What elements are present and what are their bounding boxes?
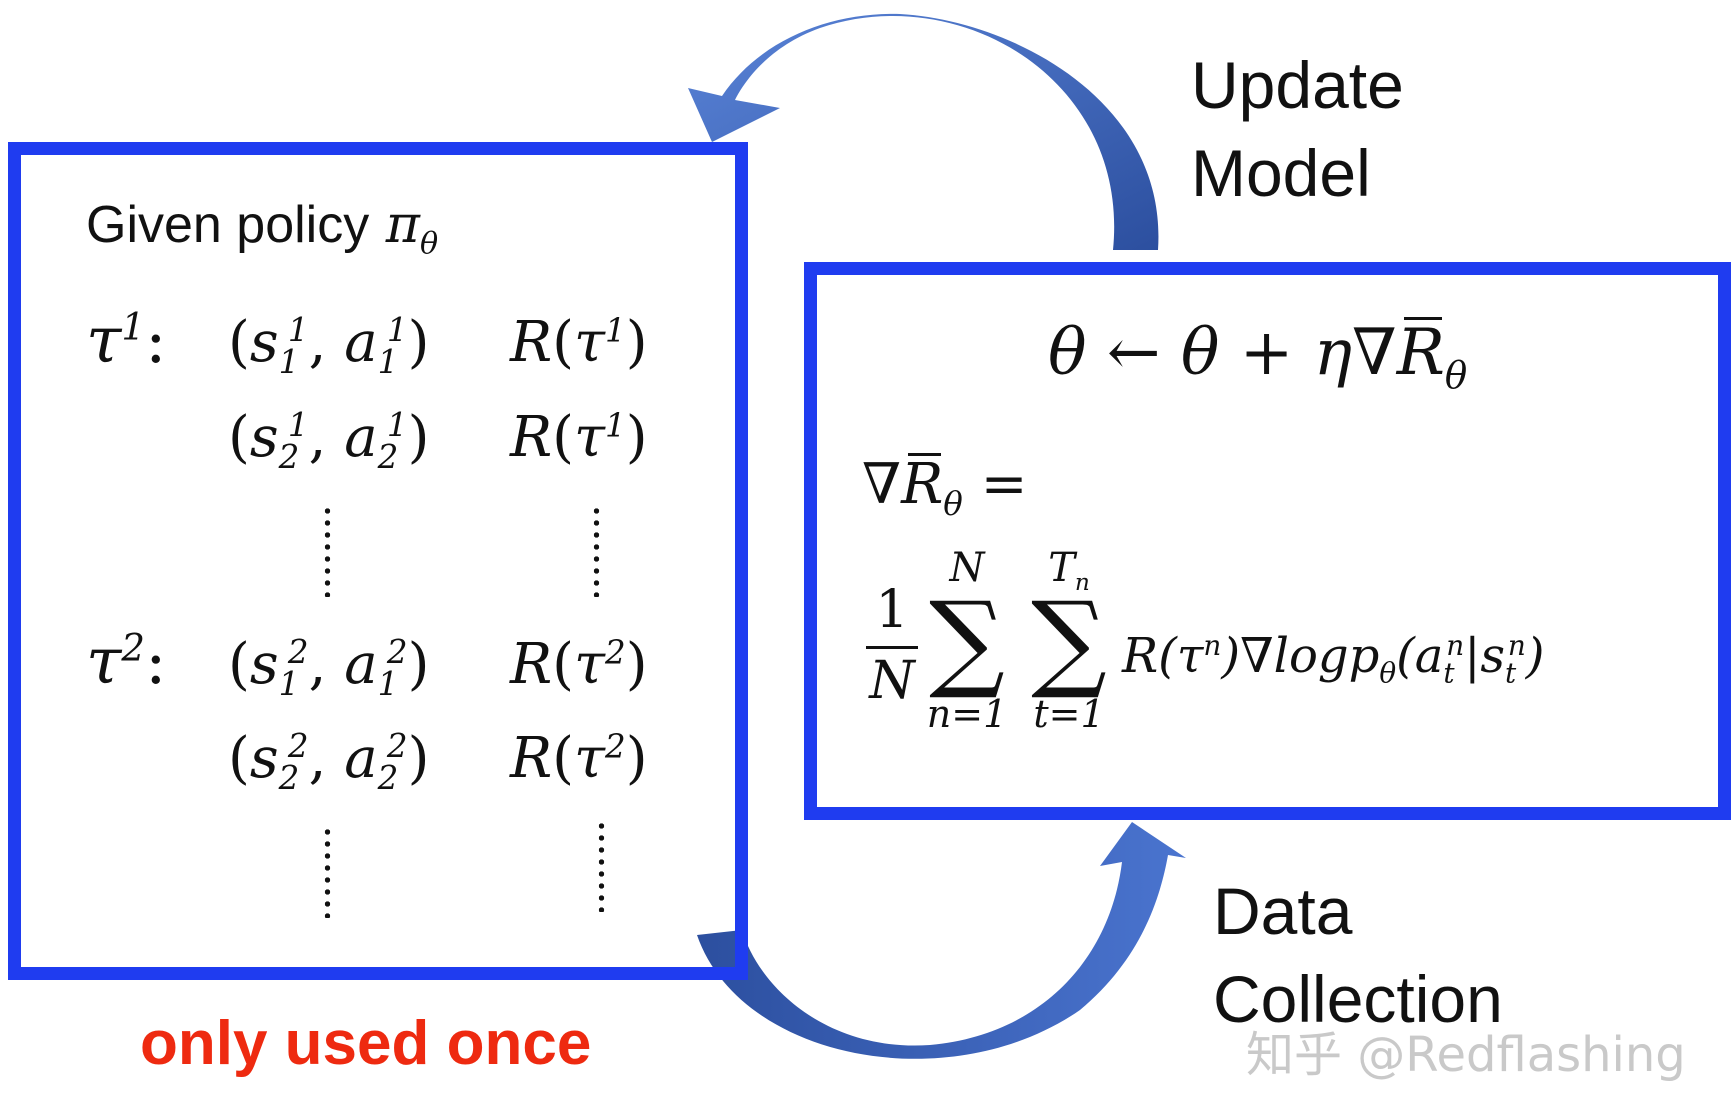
trajectory-1-row-1-pair: (s11, a11) xyxy=(228,310,430,382)
data-collection-label: Data Collection xyxy=(1213,878,1503,1032)
sum2-upper: Tn xyxy=(1048,545,1090,596)
policy-symbol: πθ xyxy=(385,195,439,262)
update-box xyxy=(804,262,1731,820)
trajectory-2-row-2-reward: R(τ2) xyxy=(510,726,648,791)
trajectory-2-row-1-reward: R(τ2) xyxy=(510,632,648,697)
trajectory-1-row-1-reward: R(τ1) xyxy=(510,310,648,375)
trajectory-1-label: τ1: xyxy=(86,304,167,378)
data-collection-arrow xyxy=(697,822,1186,1059)
summand-term: R(τn)∇logpθ(atn|stn) xyxy=(1122,628,1545,690)
watermark: 知乎 @Redflashing xyxy=(1246,1027,1686,1083)
given-policy-text: Given policy xyxy=(86,196,370,254)
sum2-lower: t=1 xyxy=(1033,691,1105,736)
gradient-definition: ∇Rθ = xyxy=(862,452,1028,524)
sum-over-trajectories: N ∑ n=1 xyxy=(922,545,1012,736)
data-collection-line2: Collection xyxy=(1213,962,1503,1036)
sum2-symbol: ∑ xyxy=(1031,579,1107,702)
ellipsis-pairs-1 xyxy=(324,505,331,597)
sum1-lower: n=1 xyxy=(926,691,1008,736)
data-collection-line1: Data xyxy=(1213,874,1353,948)
trajectory-box xyxy=(8,142,748,980)
given-policy-line: Given policy πθ xyxy=(86,195,439,262)
update-model-arrow xyxy=(688,13,1159,250)
trajectory-2-label: τ2: xyxy=(86,625,167,699)
only-used-once-label: only used once xyxy=(140,1009,592,1078)
update-model-line2: Model xyxy=(1191,136,1371,210)
trajectory-1-row-2-reward: R(τ1) xyxy=(510,405,648,470)
ellipsis-rewards-2 xyxy=(598,820,605,912)
ellipsis-pairs-2 xyxy=(324,826,331,918)
trajectory-2-row-1-pair: (s12, a12) xyxy=(228,632,430,704)
fraction-bar xyxy=(866,646,918,649)
sum1-symbol: ∑ xyxy=(929,579,1005,702)
update-model-line1: Update xyxy=(1191,48,1404,122)
trajectory-2-row-2-pair: (s22, a22) xyxy=(228,726,430,798)
fraction-one-over-n: 1 N xyxy=(866,580,918,711)
fraction-numerator: 1 xyxy=(875,580,909,640)
sum-over-timesteps: Tn ∑ t=1 xyxy=(1024,545,1114,736)
fraction-denominator: N xyxy=(869,651,915,711)
ellipsis-rewards-1 xyxy=(593,505,600,597)
update-rule-equation: θ ← θ + η∇Rθ xyxy=(1048,316,1468,397)
sum1-upper: N xyxy=(949,545,985,591)
trajectory-1-row-2-pair: (s21, a21) xyxy=(228,405,430,477)
update-model-label: Update Model xyxy=(1191,52,1404,206)
